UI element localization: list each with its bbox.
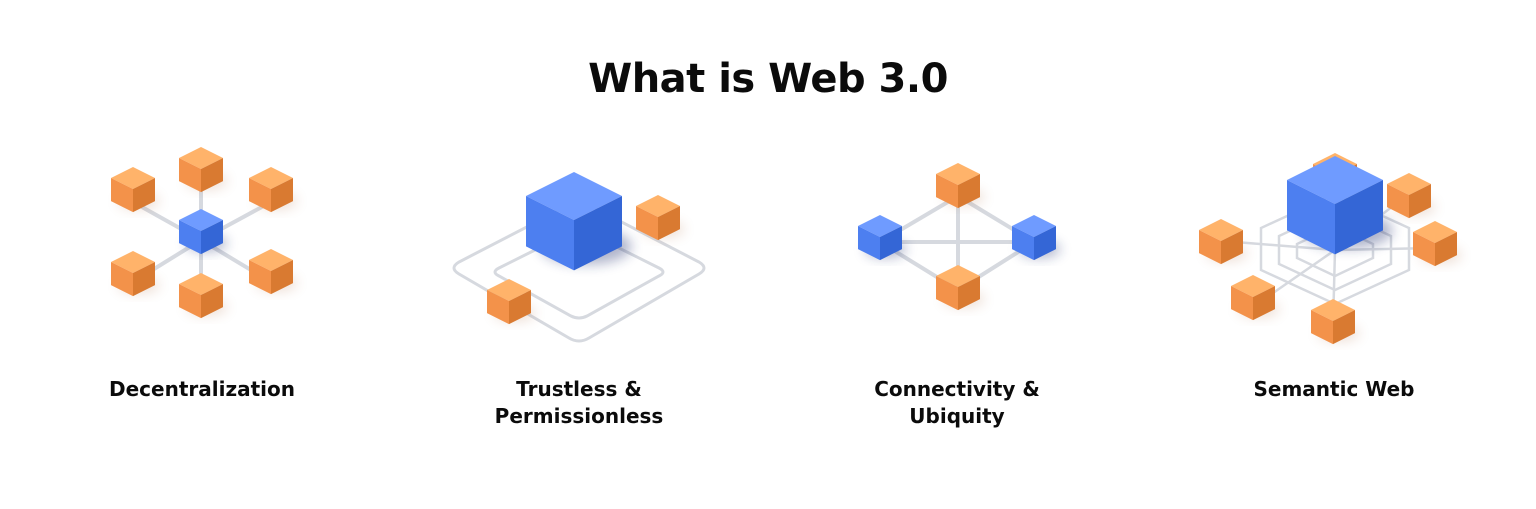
blue-cube <box>1012 215 1061 261</box>
feature-semantic-web: Semantic Web <box>1169 140 1499 440</box>
concentric-platform <box>452 198 706 343</box>
feature-connectivity-ubiquity: Connectivity & Ubiquity <box>792 140 1122 440</box>
blue-cube <box>179 209 228 255</box>
orange-cube <box>1231 275 1280 321</box>
feature-label: Decentralization <box>109 377 295 401</box>
orange-cube <box>1311 299 1360 345</box>
connectivity-graph-icon <box>858 163 1061 311</box>
orange-cube <box>936 265 985 311</box>
trustless-cube-icon <box>452 172 706 343</box>
orange-cube <box>1413 221 1462 267</box>
orange-cube <box>936 163 985 209</box>
page-title: What is Web 3.0 <box>588 56 948 102</box>
feature-label: Trustless & Permissionless <box>494 377 664 428</box>
blue-cube <box>1287 156 1393 255</box>
orange-cube <box>179 273 228 319</box>
feature-label: Semantic Web <box>1253 377 1415 401</box>
orange-cube <box>249 167 298 213</box>
orange-cube <box>179 147 228 193</box>
decentralization-network-icon <box>111 147 298 319</box>
orange-cube <box>111 167 160 213</box>
orange-cube <box>249 249 298 295</box>
orange-cube <box>487 279 536 325</box>
blue-cube <box>526 172 632 271</box>
blue-cube <box>858 215 907 261</box>
feature-decentralization: Decentralization <box>37 140 367 440</box>
orange-cube <box>111 251 160 297</box>
feature-trustless-permissionless: Trustless & Permissionless <box>414 140 744 440</box>
orange-cube <box>636 195 685 241</box>
orange-cube <box>1199 219 1248 265</box>
orange-cube <box>1387 173 1436 219</box>
semantic-web-icon <box>1199 153 1462 345</box>
feature-label: Connectivity & Ubiquity <box>874 377 1040 428</box>
